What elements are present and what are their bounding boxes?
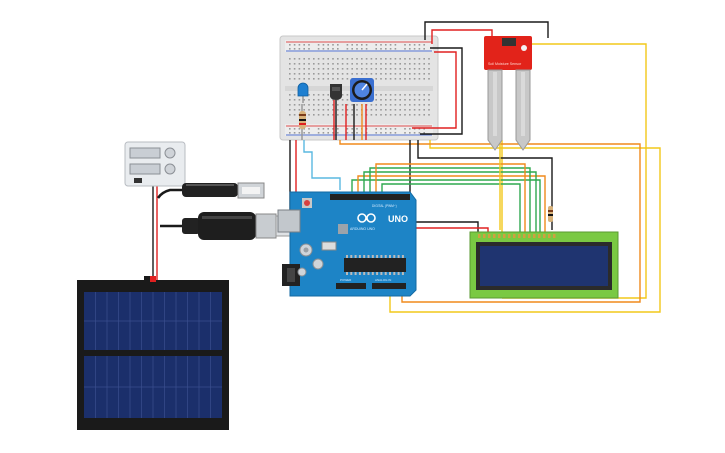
solar-panel	[77, 276, 229, 430]
transistor	[330, 84, 342, 100]
wires	[152, 21, 661, 313]
voltage-module	[124, 141, 186, 187]
usb-cable	[156, 182, 265, 199]
sensor-name-label: Soil Moisture Sensor	[488, 62, 522, 66]
soil-moisture-sensor: Soil Moisture Sensor	[484, 36, 532, 151]
digital-header-label: DIGITAL (PWM~)	[372, 204, 397, 208]
power-header-label: POWER	[340, 278, 352, 282]
arduino-logo-icon	[357, 213, 376, 223]
barrel-jack-plug	[160, 212, 291, 240]
led-blue	[297, 82, 309, 103]
lcd-display	[469, 206, 619, 299]
usb-plug-icon	[182, 183, 238, 197]
arduino-brand-label: UNO	[388, 214, 408, 224]
potentiometer	[350, 78, 374, 102]
analog-header-label: ANALOG IN	[375, 278, 391, 282]
arduino-uno: UNO ARDUINO UNO DIGITAL (PWM~) POWER ANA…	[277, 191, 417, 297]
resistor-breadboard	[299, 104, 306, 140]
arduino-model-label: ARDUINO UNO	[350, 227, 375, 231]
